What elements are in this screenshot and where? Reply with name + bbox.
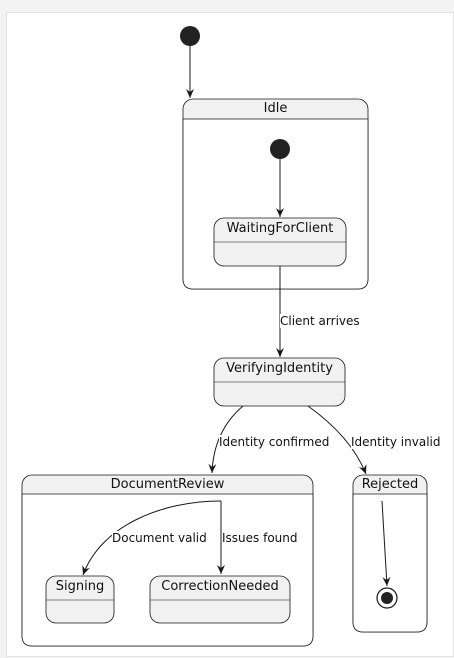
identity-invalid-arrow [307,405,367,475]
signing-state-box [45,575,115,624]
final-state-inner [381,592,393,604]
correctionneeded-state-box [149,575,291,624]
document-valid-label: Document valid [112,531,207,545]
rejected-state-title: Rejected [361,477,419,492]
identity-confirmed-label: Identity confirmed [219,435,330,449]
idle-initial-node [270,139,290,159]
waitingforclient-state-title: WaitingForClient [226,221,334,236]
issues-found-label: Issues found [222,531,298,545]
rejected-to-final-arrow [381,500,391,587]
diagram-canvas: Idle WaitingForClient VerifyingIdentity … [6,12,454,657]
client-arrives-label: Client arrives [280,314,360,328]
initial-state-node [180,26,200,46]
documentreview-state-title: DocumentReview [110,477,225,492]
verifyingidentity-state-title: VerifyingIdentity [226,361,333,376]
idle-state-title: Idle [263,101,288,116]
signing-state-title: Signing [55,579,105,594]
document-valid-arrow [82,500,222,576]
rejected-state-body [352,493,428,633]
correctionneeded-state-title: CorrectionNeeded [161,579,279,594]
identity-invalid-label: Identity invalid [351,435,441,449]
